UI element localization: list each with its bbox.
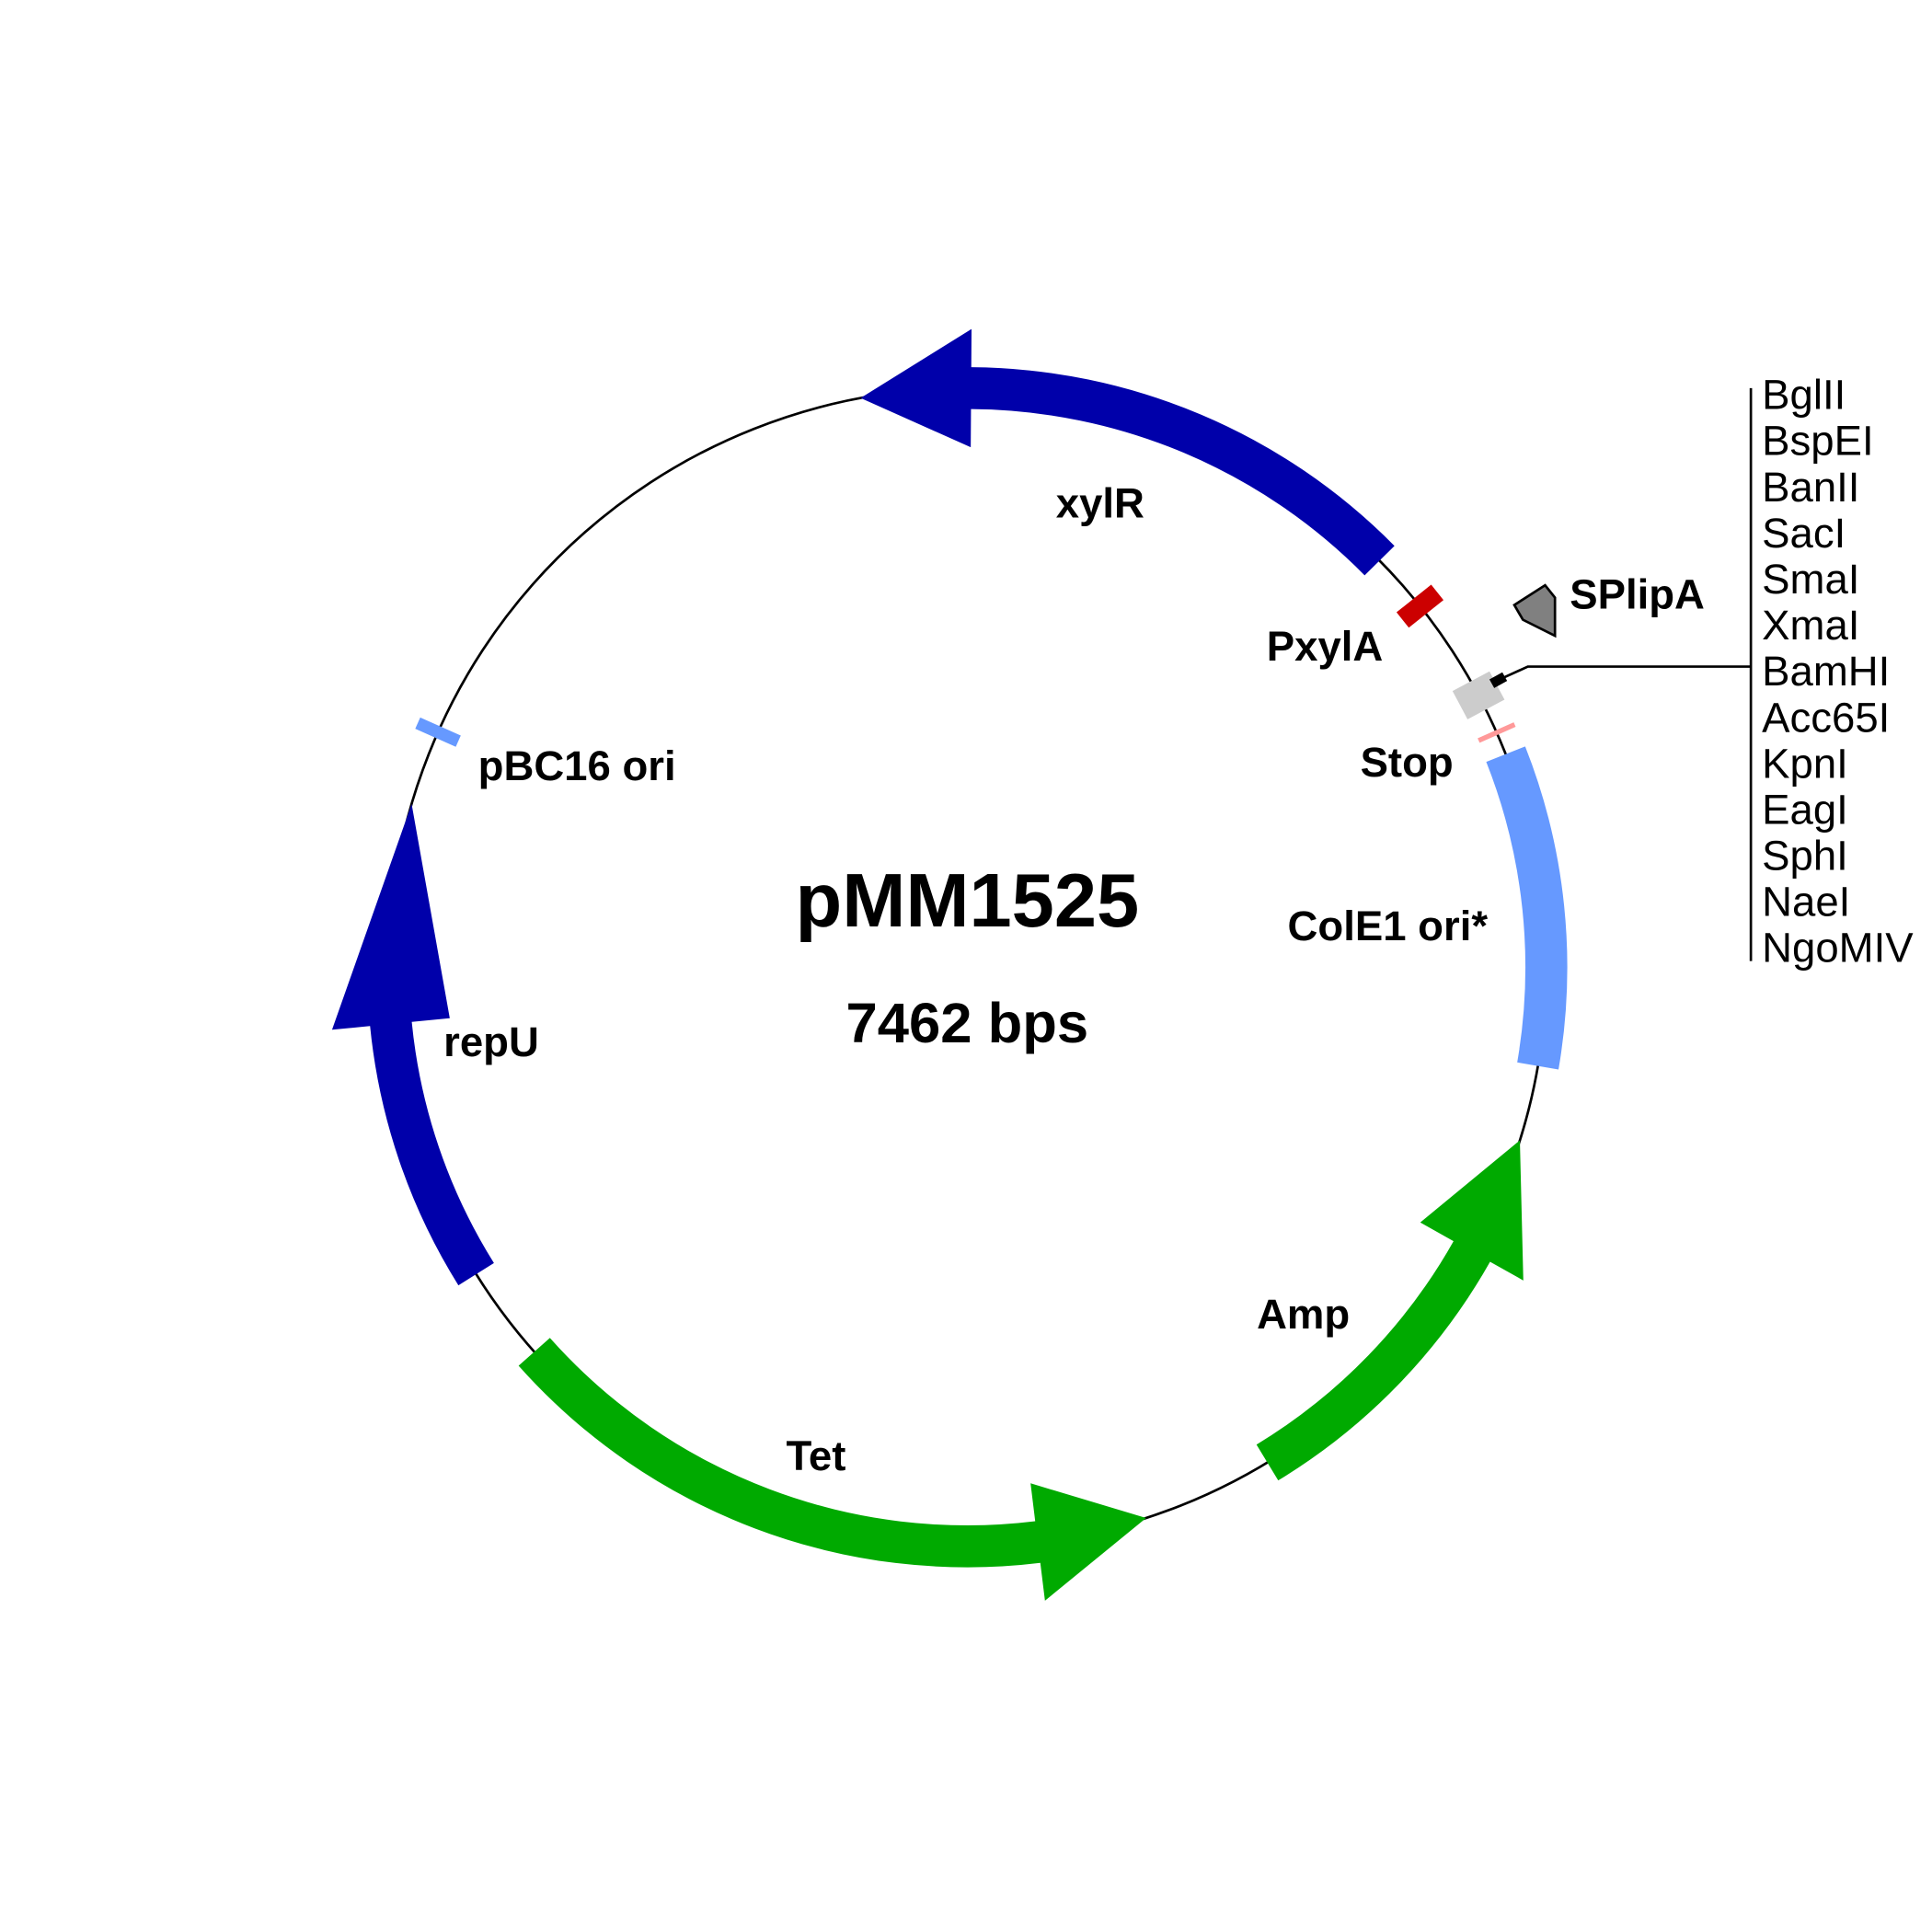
plasmid-name: pMM1525: [795, 857, 1139, 943]
label-Amp: Amp: [1257, 1291, 1350, 1338]
marker-mcs: [1452, 671, 1505, 719]
feature-repU: [331, 803, 494, 1286]
enzyme-EagI: EagI: [1762, 786, 1848, 833]
plasmid-size: 7462 bps: [846, 992, 1089, 1055]
marker-Stop: [1478, 722, 1516, 743]
feature-xylR: [860, 328, 1395, 576]
enzyme-BspEI: BspEI: [1762, 418, 1873, 465]
enzyme-BglII: BglII: [1762, 372, 1846, 419]
enzyme-Acc65I: Acc65I: [1762, 694, 1890, 741]
label-PxylA: PxylA: [1267, 623, 1384, 670]
enzyme-BamHI: BamHI: [1762, 648, 1890, 695]
label-SPlipA: SPlipA: [1570, 571, 1705, 618]
label-repU: repU: [443, 1018, 539, 1065]
marker-pBC16: [415, 717, 461, 747]
label-Stop: Stop: [1361, 739, 1454, 786]
enzyme-SphI: SphI: [1762, 833, 1848, 880]
label-ColE1: ColE1 ori*: [1288, 903, 1489, 949]
enzyme-KpnI: KpnI: [1762, 740, 1848, 787]
enzyme-XmaI: XmaI: [1762, 602, 1859, 649]
enzyme-SacI: SacI: [1762, 510, 1846, 557]
feature-Tet: [518, 1338, 1146, 1601]
enzyme-NaeI: NaeI: [1762, 879, 1850, 926]
enzyme-site-mark: [1489, 672, 1508, 688]
enzyme-BanII: BanII: [1762, 464, 1859, 511]
enzyme-leader-line: [1500, 665, 1752, 681]
splipa-signal-peptide-icon: [1512, 583, 1557, 638]
feature-ColE1: [1486, 746, 1568, 1070]
label-pBC16: pBC16 ori: [478, 742, 676, 789]
enzyme-list: BglIIBspEIBanIISacISmaIXmaIBamHIAcc65IKp…: [1762, 372, 1914, 972]
label-xylR: xylR: [1056, 480, 1144, 527]
enzyme-NgoMIV: NgoMIV: [1762, 925, 1914, 972]
label-Tet: Tet: [786, 1432, 845, 1479]
feature-Amp: [1256, 1140, 1524, 1481]
marker-PxylA: [1396, 584, 1444, 628]
enzyme-SmaI: SmaI: [1762, 556, 1859, 603]
